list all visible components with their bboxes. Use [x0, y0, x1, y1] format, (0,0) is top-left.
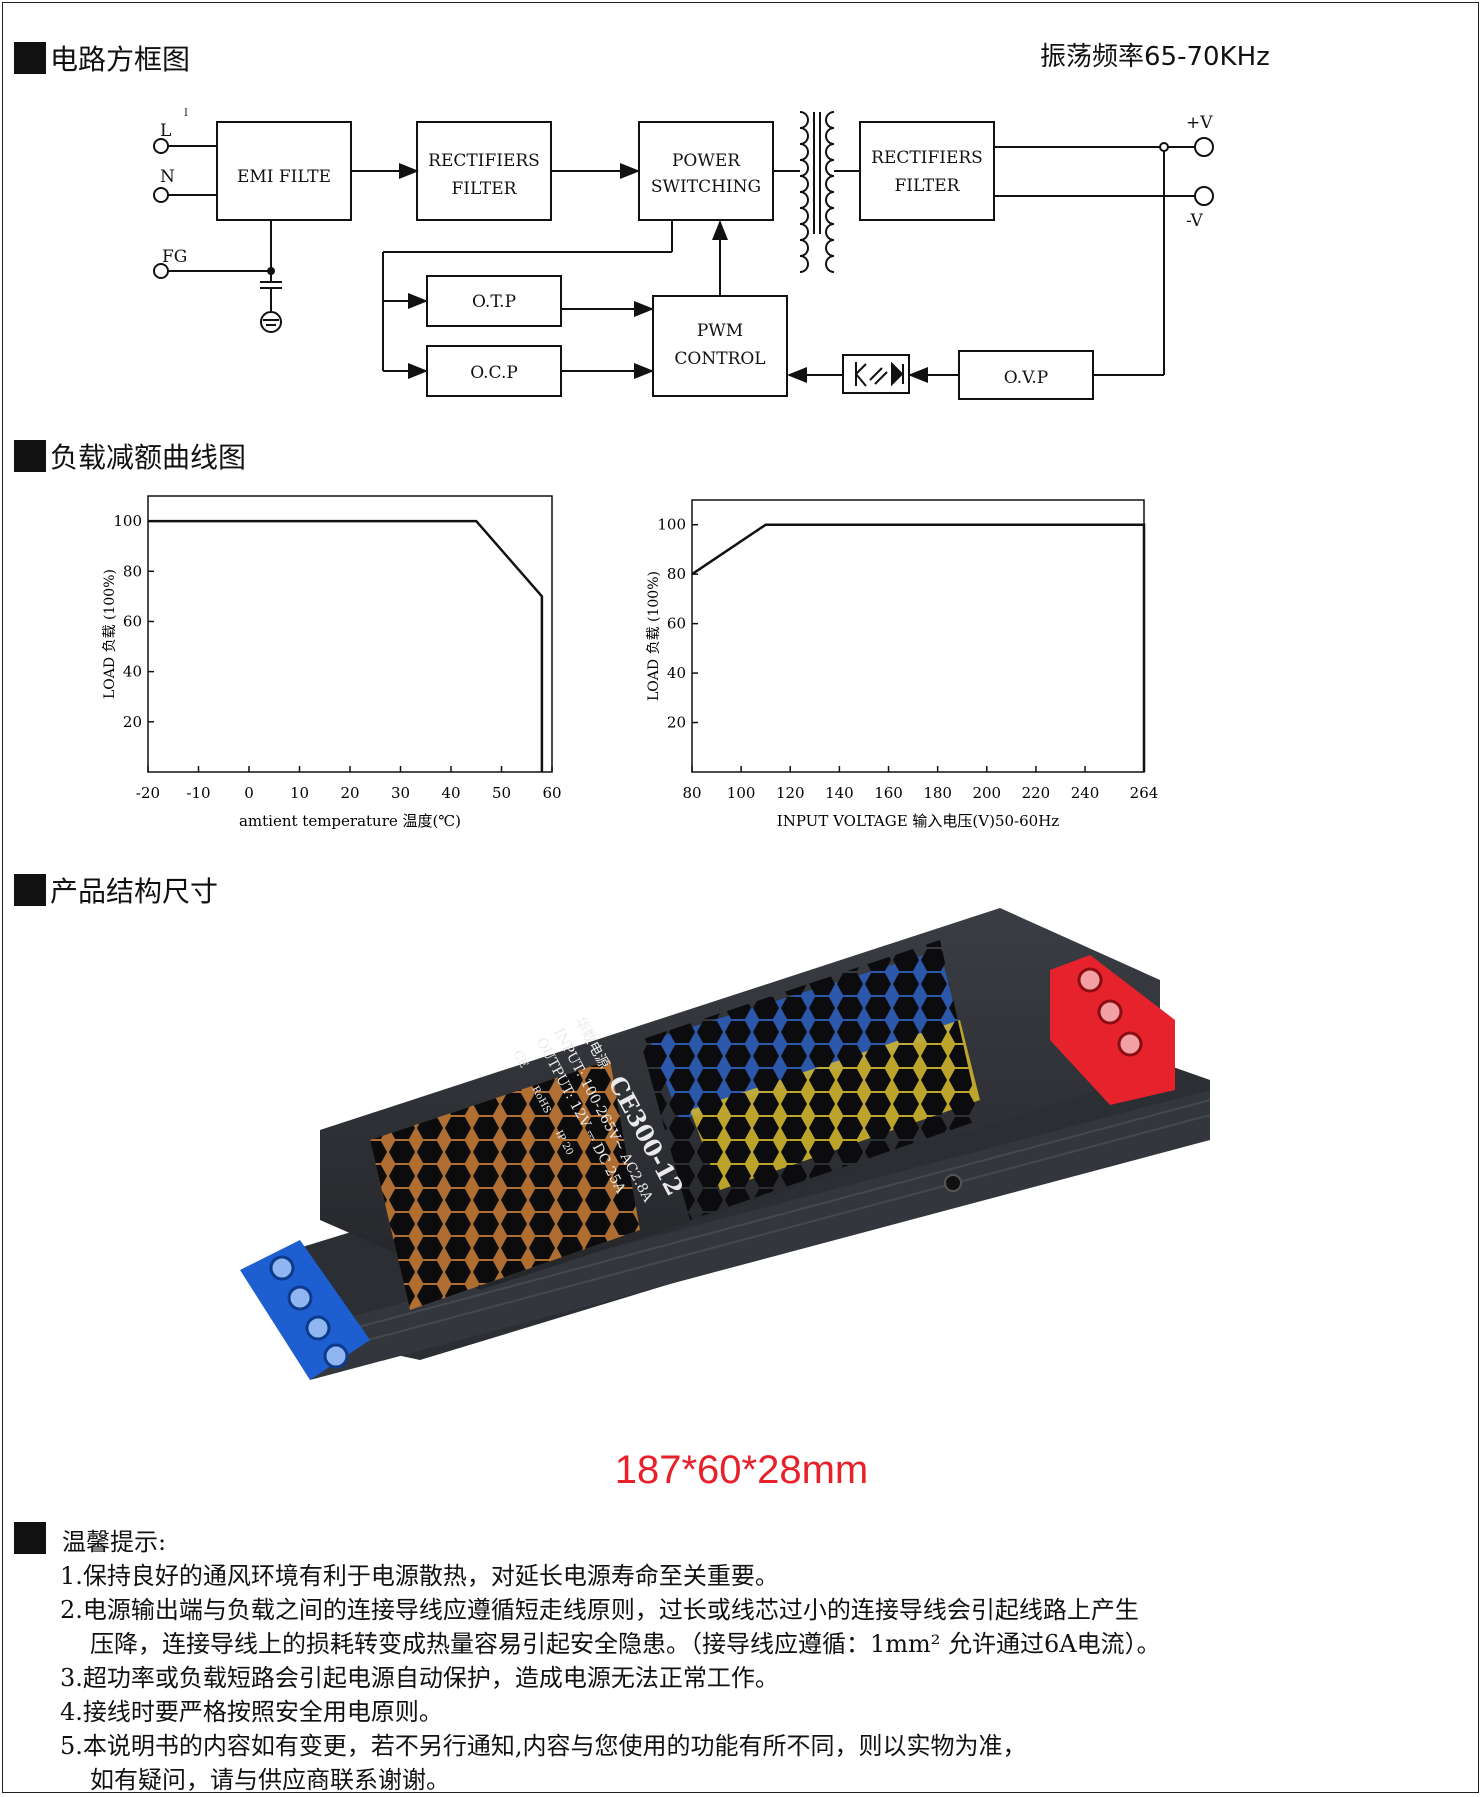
section-header-derating: 负载减额曲线图	[14, 436, 246, 476]
x-tick-label: 40	[441, 784, 460, 802]
neg-v-label: -V	[1186, 211, 1204, 231]
power-switching-label-a: POWER	[672, 151, 741, 171]
section-marker-icon	[14, 440, 46, 472]
x-axis-label: INPUT VOLTAGE 输入电压(V)50-60Hz	[777, 812, 1059, 830]
pos-v-label: +V	[1186, 113, 1213, 133]
section-title: 电路方框图	[50, 43, 191, 76]
y-tick-label: 100	[113, 512, 142, 530]
x-tick-label: 180	[923, 784, 952, 802]
dimensions-label: 187*60*28mm	[614, 1448, 869, 1492]
block-diagram: L I N FG +V -V EMI FILTE RECTIFIERS FILT…	[153, 108, 1214, 400]
x-tick-label: 20	[340, 784, 359, 802]
derating-chart-voltage: 100 80 60 40 20 80 100 120 140 160 180 200 220 240 264…	[646, 499, 1158, 830]
x-tick-label: 220	[1022, 784, 1051, 802]
rectifier1-label-a: RECTIFIERS	[428, 151, 540, 171]
otp-label: O.T.P	[472, 292, 516, 312]
x-tick-label: 60	[542, 784, 561, 802]
x-tick-label: 120	[776, 784, 805, 802]
x-tick-label: -10	[186, 784, 210, 802]
y-axis-label: LOAD 负载 (100%)	[646, 571, 662, 701]
ocp-label: O.C.P	[470, 363, 518, 383]
y-tick-label: 80	[667, 565, 686, 583]
y-tick-label: 60	[667, 615, 686, 633]
y-axis-label: LOAD 负载 (100%)	[102, 569, 118, 699]
tips-title: 温馨提示:	[62, 1528, 167, 1556]
chart-frame	[691, 499, 1145, 773]
rectifier2-label-a: RECTIFIERS	[871, 148, 983, 168]
tip-item: 压降，连接导线上的损耗转变成热量容易引起安全隐患。（接导线应遵循：1mm² 允许…	[90, 1630, 1161, 1658]
x-tick-label: 264	[1130, 784, 1159, 802]
section-header-structure: 产品结构尺寸	[14, 870, 218, 910]
x-tick-label: -20	[136, 784, 160, 802]
y-tick-label: 100	[657, 516, 686, 534]
x-tick-label: 0	[244, 784, 254, 802]
tip-item: 2.电源输出端与负载之间的连接导线应遵循短走线原则，过长或线芯过小的连接导线会引…	[60, 1596, 1139, 1624]
tip-item: 1.保持良好的通风环境有利于电源散热，对延长电源寿命至关重要。	[60, 1562, 779, 1590]
y-tick-label: 20	[667, 714, 686, 732]
terminal-fg-label: FG	[162, 247, 187, 267]
emi-filter-label: EMI FILTE	[237, 167, 331, 187]
section-marker-icon	[14, 874, 46, 906]
y-tick-label: 60	[123, 612, 142, 630]
tip-item: 如有疑问，请与供应商联系谢谢。	[90, 1766, 450, 1794]
frequency-label: 振荡频率65-70KHz	[1040, 42, 1270, 72]
y-tick-label: 40	[123, 663, 142, 681]
product-photo: 华数电源 CE300-12 INPUT: 100-265V~ AC2.8A OU…	[240, 908, 1211, 1380]
x-tick-label: 30	[391, 784, 410, 802]
section-header-block-diagram: 电路方框图	[14, 38, 190, 78]
y-tick-label: 40	[667, 664, 686, 682]
tip-item: 4.接线时要严格按照安全用电原则。	[60, 1698, 443, 1726]
section-title: 负载减额曲线图	[50, 441, 247, 474]
derating-line	[148, 519, 544, 772]
derating-line	[691, 523, 1146, 772]
x-tick-label: 200	[972, 784, 1001, 802]
x-tick-label: 160	[874, 784, 903, 802]
svg-text:I: I	[184, 108, 188, 119]
x-tick-label: 100	[727, 784, 756, 802]
y-tick-label: 20	[123, 713, 142, 731]
y-tick-label: 80	[123, 562, 142, 580]
rectifier2-label-b: FILTER	[895, 176, 961, 196]
x-axis-label: amtient temperature 温度(℃)	[239, 812, 461, 830]
x-tick-label: 10	[290, 784, 309, 802]
section-marker-icon	[14, 1522, 46, 1554]
x-tick-label: 140	[825, 784, 854, 802]
x-tick-label: 50	[492, 784, 511, 802]
ovp-label: O.V.P	[1004, 368, 1049, 388]
rectifier1-label-b: FILTER	[452, 179, 518, 199]
x-tick-label: 240	[1071, 784, 1100, 802]
terminal-n-label: N	[160, 167, 175, 187]
pwm-label-a: PWM	[697, 321, 743, 341]
x-tick-label: 80	[682, 784, 701, 802]
section-title: 产品结构尺寸	[50, 875, 219, 908]
section-marker-icon	[14, 42, 46, 74]
tip-item: 5.本说明书的内容如有变更，若不另行通知,内容与您使用的功能有所不同，则以实物为…	[60, 1732, 1027, 1760]
terminal-l-label: L	[160, 121, 171, 141]
power-switching-label-b: SWITCHING	[651, 177, 761, 197]
tip-item: 3.超功率或负载短路会引起电源自动保护，造成电源无法正常工作。	[60, 1664, 779, 1692]
pwm-label-b: CONTROL	[674, 349, 765, 369]
derating-chart-temperature: 100 80 60 40 20 -20 -10 0 10 20 30 40 50 60 amtient te…	[102, 495, 562, 830]
